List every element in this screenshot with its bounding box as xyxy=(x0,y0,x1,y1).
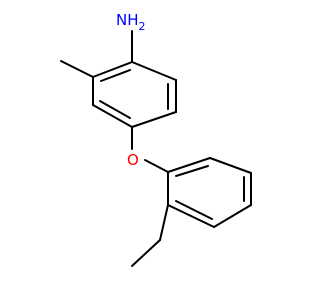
amine-nh-text: NH xyxy=(116,11,139,29)
bond-layer xyxy=(60,30,252,267)
bond-ringB-c2-c3 xyxy=(209,157,252,174)
bond-ringB-double-3 xyxy=(175,200,213,220)
bond-ringB-c4-c5 xyxy=(213,204,252,228)
bond-c6-methyl xyxy=(60,60,94,78)
bond-ch2-ch3 xyxy=(131,239,161,267)
ether-oxygen-label: O xyxy=(127,151,139,169)
bond-ringA-c4-c5 xyxy=(92,104,133,128)
bond-ringA-c3-c4 xyxy=(131,111,177,128)
bond-ringB-c1-c2 xyxy=(167,157,211,173)
bond-ringB-c5-c6 xyxy=(167,204,215,228)
structure-svg: NH2 O xyxy=(60,11,252,267)
bond-ringB-double-1 xyxy=(175,165,209,177)
bond-ringA-double-3 xyxy=(100,69,131,82)
bond-ringA-c1-c2 xyxy=(131,61,177,81)
amine-h-subscript: 2 xyxy=(139,20,146,33)
bond-ringA-c6-c1 xyxy=(92,61,133,78)
bond-o-c1prime xyxy=(144,159,169,173)
bond-c6prime-ch2 xyxy=(159,204,169,241)
bond-ringA-double-2 xyxy=(99,100,131,119)
atom-label-layer: NH2 O xyxy=(116,11,146,169)
amine-label: NH2 xyxy=(116,11,146,33)
molecule-diagram: NH2 O xyxy=(60,11,252,267)
